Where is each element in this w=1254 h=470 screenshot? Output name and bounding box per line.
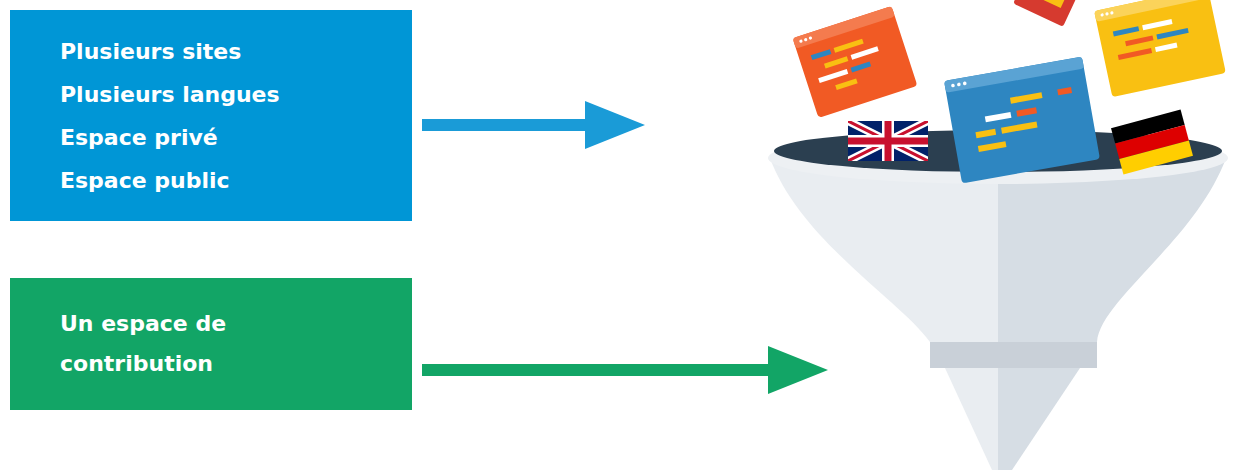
card-line bbox=[851, 61, 872, 72]
card-dot bbox=[804, 38, 808, 42]
card-bar bbox=[793, 6, 895, 49]
card-dot bbox=[1100, 13, 1104, 17]
card-dot bbox=[963, 81, 967, 85]
card-line bbox=[1026, 0, 1066, 8]
arrow-shaft bbox=[422, 119, 590, 131]
card-line bbox=[835, 78, 857, 90]
flag-field bbox=[848, 121, 928, 161]
funnel-spout-left bbox=[945, 368, 998, 470]
card-line bbox=[1113, 26, 1139, 36]
card-line bbox=[1057, 87, 1072, 95]
blue-arrow bbox=[422, 101, 645, 149]
card-line bbox=[851, 46, 879, 59]
card-line bbox=[985, 112, 1012, 122]
card-line bbox=[1142, 19, 1172, 30]
german-flag bbox=[1111, 110, 1193, 175]
card-dot bbox=[808, 36, 812, 40]
web-card bbox=[944, 57, 1100, 184]
web-card bbox=[1013, 0, 1084, 27]
feature-box: Plusieurs sitesPlusieurs languesEspace p… bbox=[10, 10, 412, 221]
web-card bbox=[1094, 0, 1226, 97]
funnel-body-left bbox=[770, 158, 998, 342]
card-line bbox=[1010, 92, 1043, 103]
web-card bbox=[793, 6, 918, 118]
card-body bbox=[1013, 0, 1084, 27]
contribution-box: Un espace de contribution bbox=[10, 278, 412, 410]
card-bar bbox=[944, 57, 1084, 93]
card-dot bbox=[951, 83, 955, 87]
card-line bbox=[824, 56, 848, 68]
arrow-head bbox=[768, 346, 828, 394]
card-dot bbox=[957, 82, 961, 86]
box-text: Espace public bbox=[60, 159, 396, 202]
card-line bbox=[818, 69, 848, 83]
card-body bbox=[793, 6, 918, 118]
flag-cross bbox=[848, 121, 928, 161]
box-text: Espace privé bbox=[60, 116, 396, 159]
uk-flag bbox=[848, 121, 928, 161]
card-line bbox=[978, 141, 1007, 152]
card-dot bbox=[799, 39, 803, 43]
card-line bbox=[1125, 35, 1153, 46]
arrow-head bbox=[585, 101, 645, 149]
card-line bbox=[834, 39, 864, 53]
flag-saltire bbox=[848, 121, 928, 161]
box-text: Plusieurs langues bbox=[60, 73, 396, 116]
card-body bbox=[944, 57, 1100, 184]
card-line bbox=[1001, 122, 1037, 134]
card-line bbox=[811, 49, 832, 60]
funnel-spout-right bbox=[998, 368, 1080, 470]
box-text: Un espace de contribution bbox=[60, 304, 260, 384]
flag-stripe bbox=[1119, 140, 1193, 174]
card-line bbox=[1016, 107, 1037, 116]
card-line bbox=[1156, 28, 1188, 40]
flag-cross-red bbox=[848, 121, 928, 161]
card-line bbox=[975, 129, 996, 138]
card-body bbox=[1094, 0, 1226, 97]
card-dot bbox=[1105, 12, 1109, 16]
funnel-body-right bbox=[998, 158, 1226, 342]
card-line bbox=[1155, 43, 1178, 52]
green-arrow bbox=[422, 346, 828, 394]
card-bar bbox=[1094, 0, 1210, 22]
funnel bbox=[768, 130, 1228, 470]
card-dot bbox=[1110, 11, 1114, 15]
funnel-band bbox=[930, 342, 1097, 368]
arrow-shaft bbox=[422, 364, 772, 376]
box-text: Plusieurs sites bbox=[60, 30, 396, 73]
card-line bbox=[1118, 48, 1152, 60]
flag-saltire-red bbox=[848, 121, 928, 161]
